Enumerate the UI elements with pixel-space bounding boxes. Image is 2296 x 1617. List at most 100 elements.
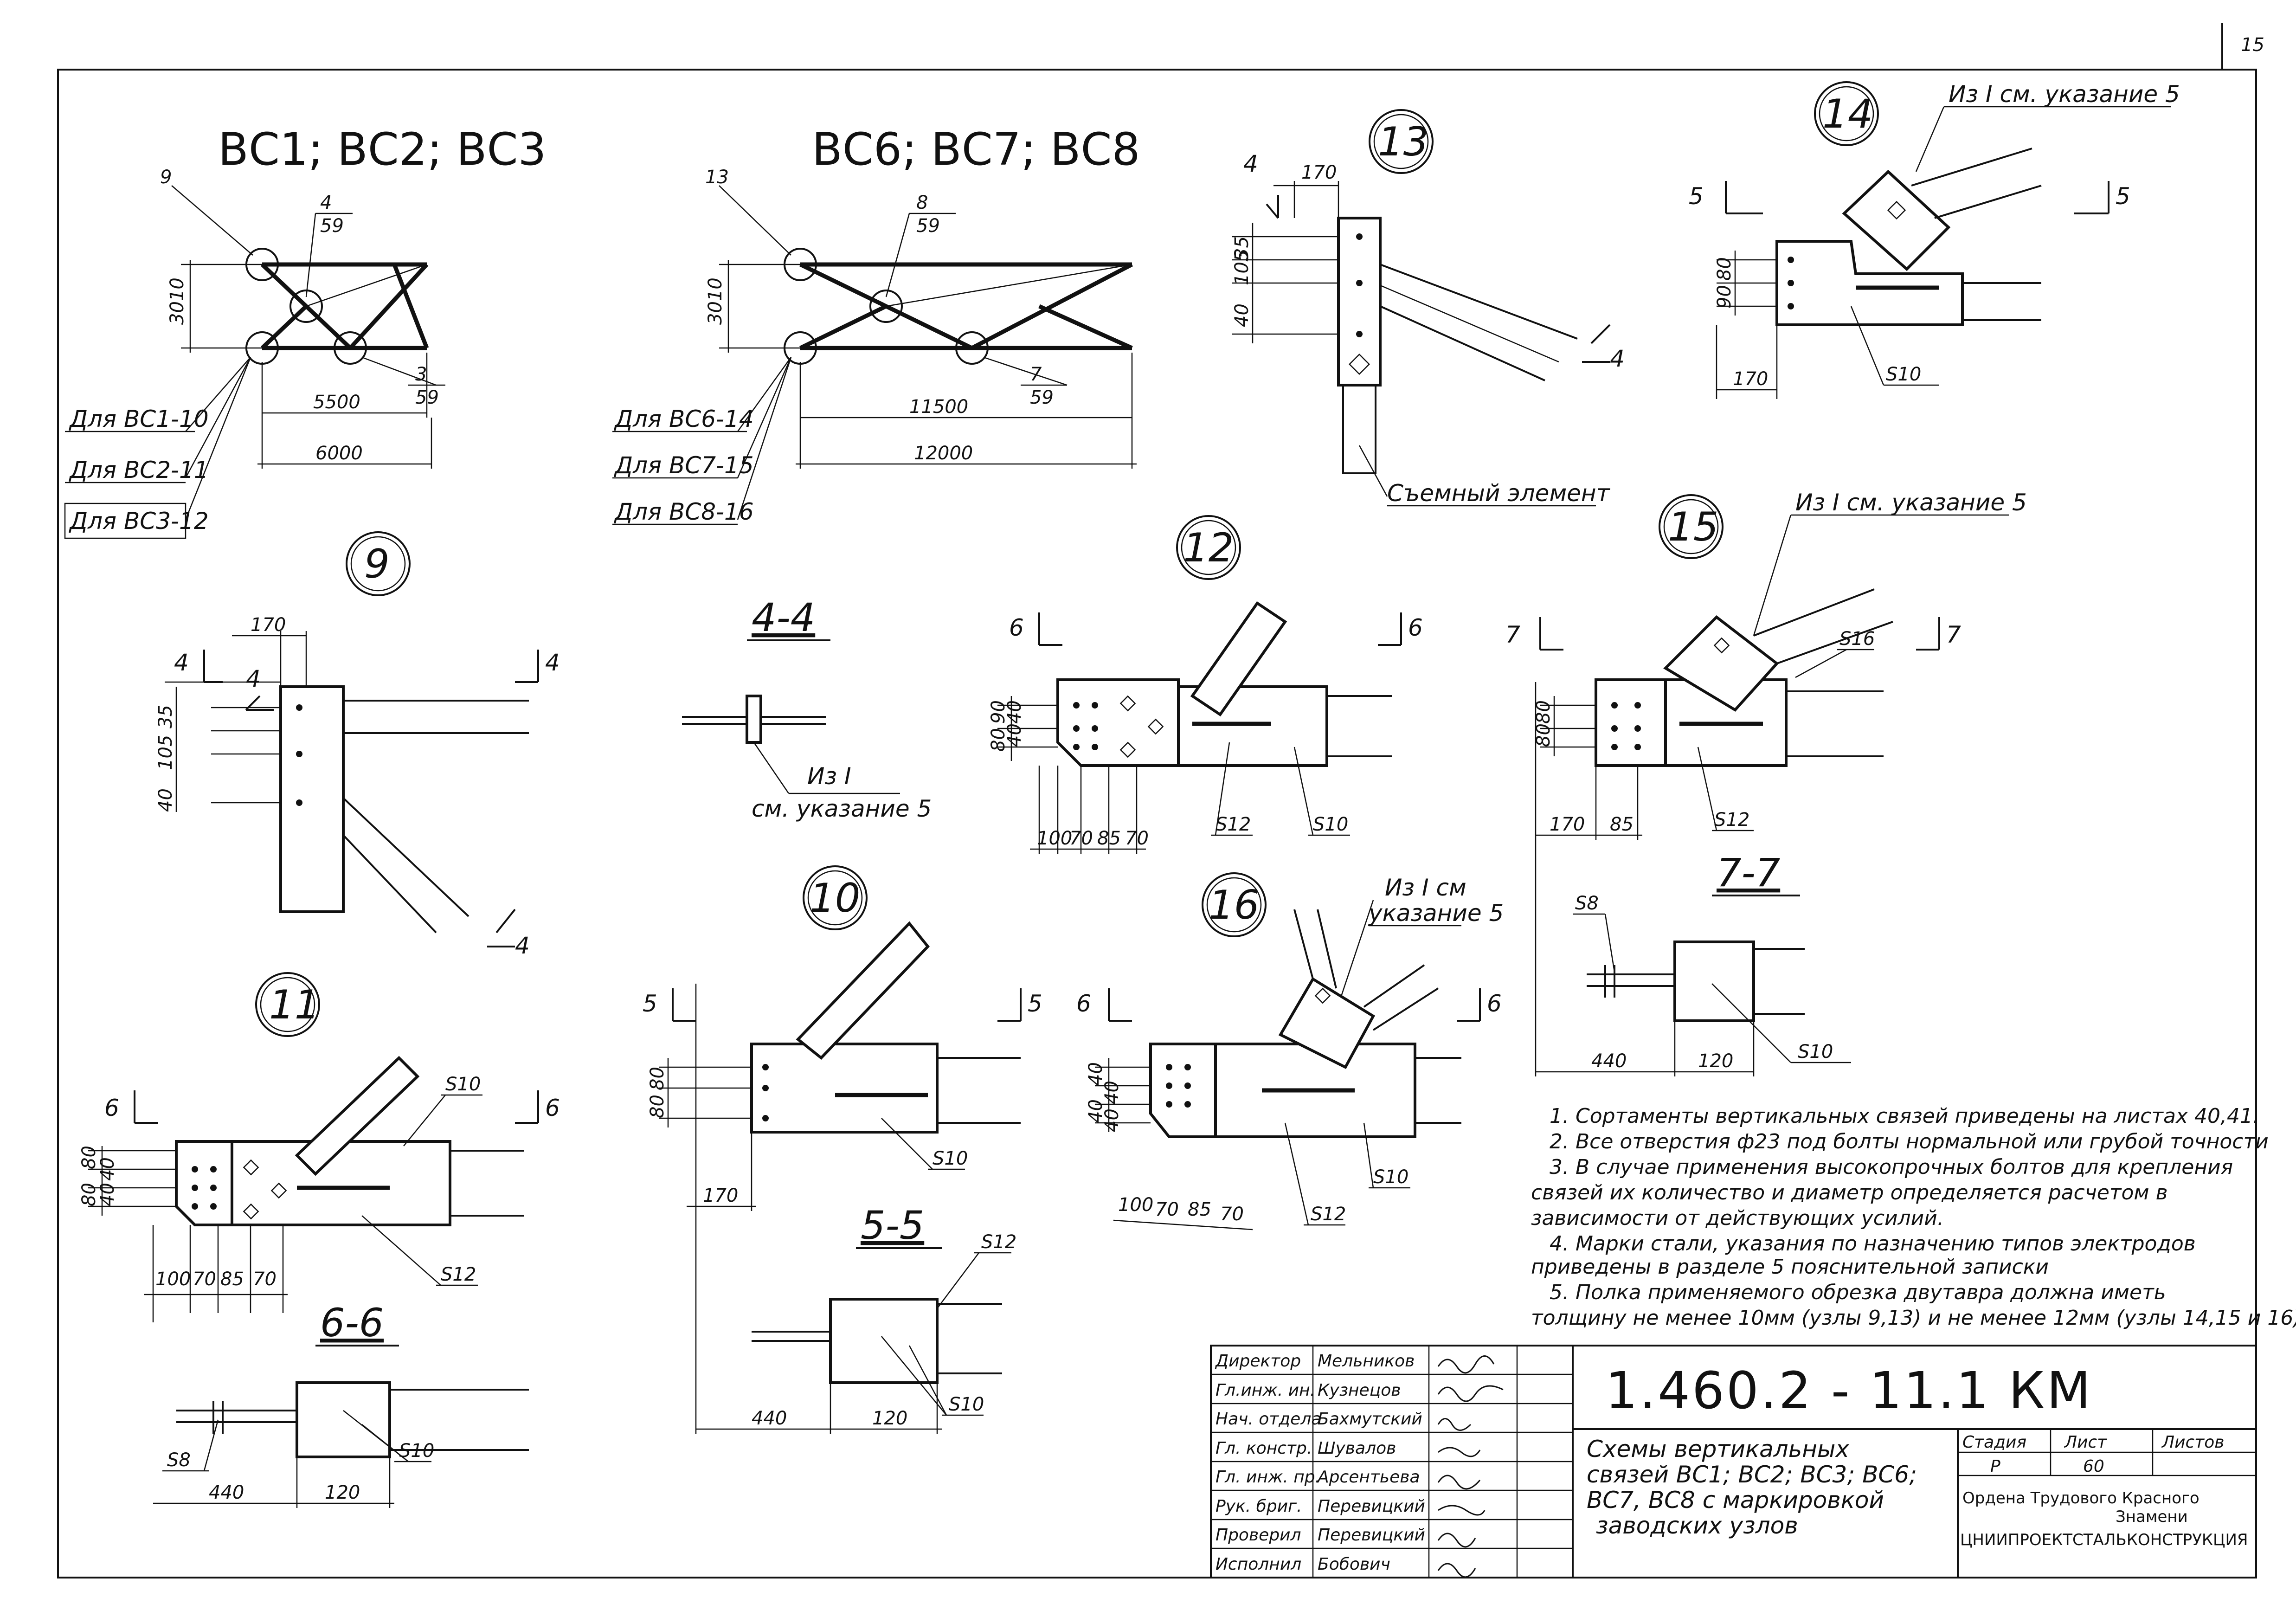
svg-text:S10: S10 [399,1440,434,1462]
svg-text:70: 70 [253,1269,277,1290]
sheet-value: 60 [2083,1457,2104,1476]
svg-text:S12: S12 [1714,809,1749,831]
drawing-code: 1.460.2 - 11.1 КМ [1605,1361,2092,1420]
node-13: 13 170 35 105 40 4 4 Съемный элемент [1231,109,1625,507]
svg-text:Гл.инж. ин.: Гл.инж. ин. [1216,1381,1315,1400]
notes-block: 1. Сортаменты вертикальных связей привед… [1531,1104,2296,1330]
svg-text:Рук. бриг.: Рук. бриг. [1216,1497,1302,1516]
svg-text:170: 170 [703,1185,738,1206]
note-4b: приведены в разделе 5 пояснительной запи… [1531,1255,2049,1279]
svg-text:90: 90 [1714,285,1735,309]
svg-text:5-5: 5-5 [861,1203,924,1248]
title-block: Директор Гл.инж. ин. Нач. отдела Гл. кон… [1210,1345,2257,1578]
svg-text:80: 80 [988,728,1009,752]
scheme-right-title: ВС6; ВС7; ВС8 [812,123,1140,175]
svg-text:5: 5 [1028,990,1042,1017]
sheet-frame [57,69,2257,1578]
svg-text:S10: S10 [1313,814,1348,835]
svg-text:100: 100 [1118,1194,1153,1216]
section-6-6: 6-6 S8 S10 440 120 [153,1300,529,1508]
svg-text:Перевицкий: Перевицкий [1318,1497,1425,1516]
note-3c: зависимости от действующих усилий. [1531,1206,1944,1230]
svg-text:8: 8 [916,192,928,213]
svg-text:59: 59 [1030,387,1054,408]
svg-text:Стадия: Стадия [1962,1433,2026,1452]
svg-text:6-6: 6-6 [320,1300,384,1346]
svg-text:S16: S16 [1839,628,1875,650]
svg-text:Бобович: Бобович [1318,1555,1390,1574]
svg-text:3010: 3010 [167,277,188,325]
svg-text:Исполнил: Исполнил [1216,1555,1301,1574]
svg-text:Нач. отдела: Нач. отдела [1216,1410,1321,1429]
svg-text:105: 105 [155,735,176,770]
svg-text:70: 70 [1220,1204,1244,1225]
for-bc1-label: Для ВС1-10 [69,406,209,432]
section-5-5: 5-5 S12 S10 440 120 [696,1203,1016,1434]
svg-text:S8: S8 [167,1450,191,1471]
svg-text:100: 100 [155,1269,191,1290]
svg-text:105: 105 [1231,250,1253,285]
scheme-bc6-bc8: ВС6; ВС7; ВС8 3010 11500 12000 13 8 59 7… [612,123,1140,525]
svg-text:Арсентьева: Арсентьева [1317,1468,1420,1487]
svg-text:Перевицкий: Перевицкий [1318,1526,1425,1545]
node-11: 11 80 80 40 40 100 70 85 70 S10 [78,972,560,1322]
svg-text:80: 80 [78,1146,100,1169]
svg-text:85: 85 [1188,1199,1211,1220]
svg-text:80: 80 [78,1183,100,1206]
svg-text:6: 6 [1487,990,1502,1017]
note-2: 2. Все отверстия ф23 под болты нормально… [1550,1130,2269,1153]
for-bc2-label: Для ВС2-11 [69,457,209,483]
svg-text:S10: S10 [933,1148,968,1169]
svg-text:6: 6 [104,1095,119,1121]
svg-text:13: 13 [705,167,729,188]
svg-text:440: 440 [1591,1050,1627,1072]
svg-text:80: 80 [1533,723,1554,747]
svg-text:11: 11 [269,982,320,1028]
organization-name: ЦНИИПРОЕКТСТАЛЬКОНСТРУКЦИЯ [1960,1531,2248,1549]
drawing-title-2: связей ВС1; ВС2; ВС3; ВС6; [1587,1461,1917,1488]
svg-text:120: 120 [325,1482,360,1503]
svg-text:3: 3 [415,364,427,385]
svg-text:S12: S12 [981,1231,1016,1253]
svg-text:Гл. инж. пр.: Гл. инж. пр. [1216,1468,1320,1487]
svg-text:70: 70 [193,1269,216,1290]
note-3: 3. В случае применения высокопрочных бол… [1550,1155,2233,1179]
node-10: 10 80 80 170 S10 5 5 [643,865,1042,1434]
svg-text:4: 4 [174,649,189,676]
svg-text:Кузнецов: Кузнецов [1318,1381,1401,1400]
note-5b: толщину не менее 10мм (узлы 9,13) и не м… [1531,1306,2296,1330]
svg-text:90: 90 [988,700,1009,724]
svg-text:Лист: Лист [2064,1433,2107,1452]
scheme-bc1-bc3: ВС1; ВС2; ВС3 3010 5500 6000 9 4 59 3 59 [64,123,547,539]
svg-text:40: 40 [155,788,176,812]
svg-text:85: 85 [1610,814,1634,835]
svg-text:12: 12 [1183,525,1234,571]
node-15: 15 Из I см. указание 5 80 80 170 85 S16 … [1505,489,2027,1076]
svg-text:4: 4 [1243,150,1258,177]
for-bc3-label: Для ВС3-12 [69,508,209,535]
svg-text:Из I см. указание 5: Из I см. указание 5 [1795,489,2027,516]
svg-text:S10: S10 [1798,1041,1833,1063]
svg-text:Мельников: Мельников [1318,1352,1415,1371]
svg-text:40: 40 [1231,303,1253,327]
removable-element-label: Съемный элемент [1387,480,1611,507]
svg-text:35: 35 [1231,236,1253,260]
section-4-4: 4-4 Из I см. указание 5 [682,595,932,822]
svg-text:Для ВС8-16: Для ВС8-16 [614,498,754,525]
svg-text:Из I см: Из I см [1385,874,1466,901]
signatures [1437,1355,1504,1578]
svg-text:S10: S10 [1373,1166,1408,1188]
svg-text:35: 35 [155,705,176,728]
svg-text:Из I см. указание 5: Из I см. указание 5 [1949,81,2180,108]
drawing-title-4: заводских узлов [1596,1512,1798,1539]
note-3b: связей их количество и диаметр определяе… [1531,1181,2168,1205]
svg-text:6000: 6000 [315,443,363,464]
svg-text:40: 40 [97,1157,118,1181]
svg-text:15: 15 [1668,504,1718,550]
scheme-left-title: ВС1; ВС2; ВС3 [218,123,547,175]
svg-text:85: 85 [220,1269,244,1290]
svg-text:S12: S12 [1216,814,1251,835]
svg-text:4: 4 [246,665,261,692]
svg-text:Листов: Листов [2161,1433,2224,1452]
page-number: 15 [2241,34,2264,56]
